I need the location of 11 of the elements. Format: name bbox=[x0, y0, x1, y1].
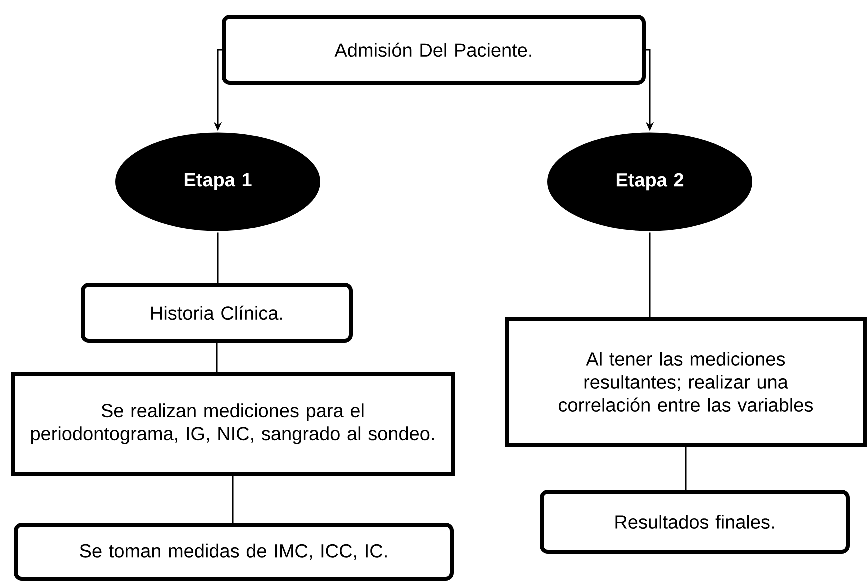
process-box: Admisión Del Paciente. bbox=[222, 15, 646, 85]
process-box: Historia Clínica. bbox=[81, 283, 353, 343]
connector bbox=[217, 232, 219, 283]
process-box: Se realizan mediciones para el periodontograma, IG, NIC, sangrado al sondeo. bbox=[11, 372, 455, 476]
connector bbox=[685, 447, 687, 490]
connector bbox=[232, 476, 234, 523]
connector bbox=[649, 232, 651, 317]
connector bbox=[216, 343, 218, 372]
process-box: Resultados finales. bbox=[540, 490, 850, 554]
process-box: Se toman medidas de IMC, ICC, IC. bbox=[14, 523, 454, 581]
process-box: Al tener las mediciones resultantes; realizar una correlación entre las variables bbox=[505, 317, 867, 447]
